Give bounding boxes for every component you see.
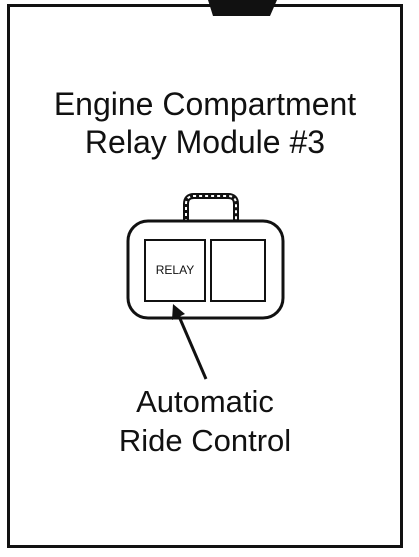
callout-pointer-line — [176, 313, 208, 380]
callout-label-line-2: Ride Control — [118, 423, 292, 458]
relay-slot-left — [144, 239, 206, 302]
module-handle-texture — [185, 195, 237, 222]
callout-label-line-1: Automatic — [136, 384, 274, 419]
title-line-1: Engine Compartment — [53, 86, 357, 122]
title-line-2: Relay Module #3 — [84, 124, 326, 160]
diagram-border — [7, 4, 403, 548]
relay-slot-label: RELAY — [156, 263, 194, 277]
callout-arrowhead — [172, 304, 185, 320]
top-tab — [208, 0, 277, 16]
relay-slot-right — [210, 239, 266, 302]
module-handle — [183, 193, 239, 225]
